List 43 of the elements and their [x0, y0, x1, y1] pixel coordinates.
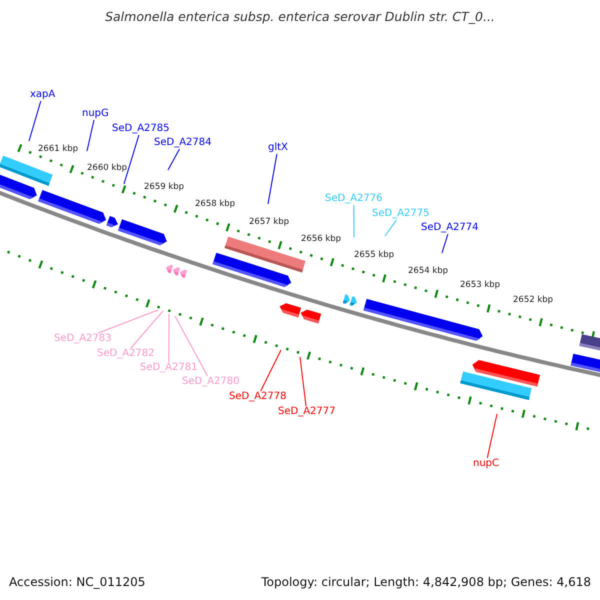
gene-label: SeD_A2778: [229, 392, 286, 402]
footer-text: Topology: circular; Length: 4,842,908 bp; Genes: 4,618: [261, 576, 591, 588]
leader-line: [86, 120, 94, 152]
leader-line: [442, 234, 448, 254]
gene-label: SeD_A2783: [54, 334, 112, 344]
gene-label: gltX: [268, 143, 288, 153]
gene-label: SeD_A2777: [278, 407, 336, 417]
leader-line: [28, 100, 42, 142]
leader-line: [353, 204, 354, 238]
gene-label: SeD_A2784: [154, 138, 212, 148]
footer-text: Accession: NC_011205: [9, 576, 146, 588]
gene-label: SeD_A2776: [325, 194, 382, 204]
leader-line: [486, 414, 498, 458]
diagram-title: Salmonella enterica subsp. enterica serovar Dublin str. CT_0...: [104, 11, 496, 24]
leader-line: [124, 134, 140, 184]
scale-label: 2652 kbp: [513, 296, 554, 304]
leader-line: [130, 310, 164, 348]
leader-line: [268, 154, 278, 204]
leader-line: [168, 314, 170, 362]
scale-label: 2660 kbp: [87, 164, 128, 172]
gene-label: SeD_A2785: [112, 124, 170, 134]
gene-label: SeD_A2780: [182, 377, 240, 387]
scale-label: 2656 kbp: [301, 235, 342, 244]
gene-label: nupC: [473, 459, 500, 469]
gene-label: SeD_A2775: [372, 209, 430, 219]
leader-line: [168, 148, 180, 170]
scale-label: 2654 kbp: [408, 267, 448, 276]
scale-label: 2658 kbp: [195, 200, 236, 208]
gene-label: SeD_A2782: [97, 349, 154, 359]
leader-line: [260, 350, 282, 392]
scale-label: 2655 kbp: [354, 251, 394, 260]
leader-line: [300, 356, 306, 406]
gene-label: SeD_A2781: [140, 363, 198, 373]
scale-label: 2653 kbp: [460, 281, 500, 290]
gene-label: xapA: [30, 90, 56, 100]
gene-label: nupG: [82, 109, 109, 119]
leader-line: [98, 310, 158, 334]
scale-label: 2661 kbp: [38, 145, 78, 154]
scale-label: 2657 kbp: [249, 218, 290, 226]
gene-label: SeD_A2774: [421, 223, 478, 233]
scale-label: 2659 kbp: [144, 183, 184, 192]
leader-line: [384, 220, 397, 236]
leader-line: [174, 316, 208, 376]
